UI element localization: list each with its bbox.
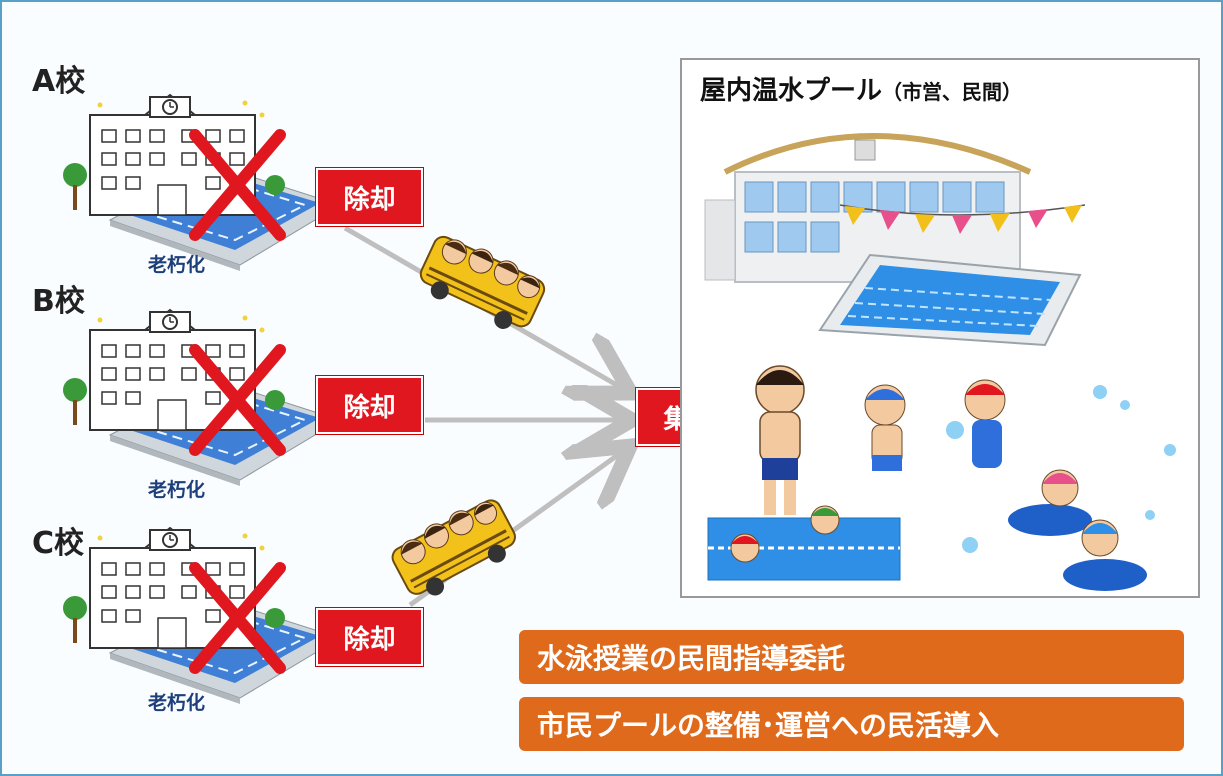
school-a-aging-label: 老朽化 — [148, 254, 206, 276]
school-bus-icon-top — [411, 227, 552, 341]
remove-box-c: 除却 — [316, 608, 423, 666]
school-c-illustration — [63, 528, 340, 704]
school-bus-icon-bottom — [385, 490, 525, 608]
school-b-illustration — [63, 310, 340, 486]
indoor-pool-title-main: 屋内温水プール — [700, 76, 883, 106]
indoor-pool-panel — [680, 58, 1200, 598]
bullet-private-operation: 市民プールの整備･運営への民活導入 — [519, 697, 1184, 751]
school-b-label: B校 — [32, 284, 85, 319]
school-a-label: A校 — [32, 64, 86, 99]
indoor-pool-title-sub: （市営、民間） — [882, 80, 1023, 104]
indoor-pool-title: 屋内温水プール（市営、民間） — [700, 70, 1022, 107]
remove-box-b: 除却 — [316, 376, 423, 434]
school-a-illustration — [63, 95, 340, 271]
school-c-label: C校 — [32, 526, 85, 561]
school-c-aging-label: 老朽化 — [148, 692, 206, 714]
school-b-aging-label: 老朽化 — [148, 479, 206, 501]
bullet-private-instruction: 水泳授業の民間指導委託 — [519, 630, 1184, 684]
remove-box-a: 除却 — [316, 168, 423, 226]
